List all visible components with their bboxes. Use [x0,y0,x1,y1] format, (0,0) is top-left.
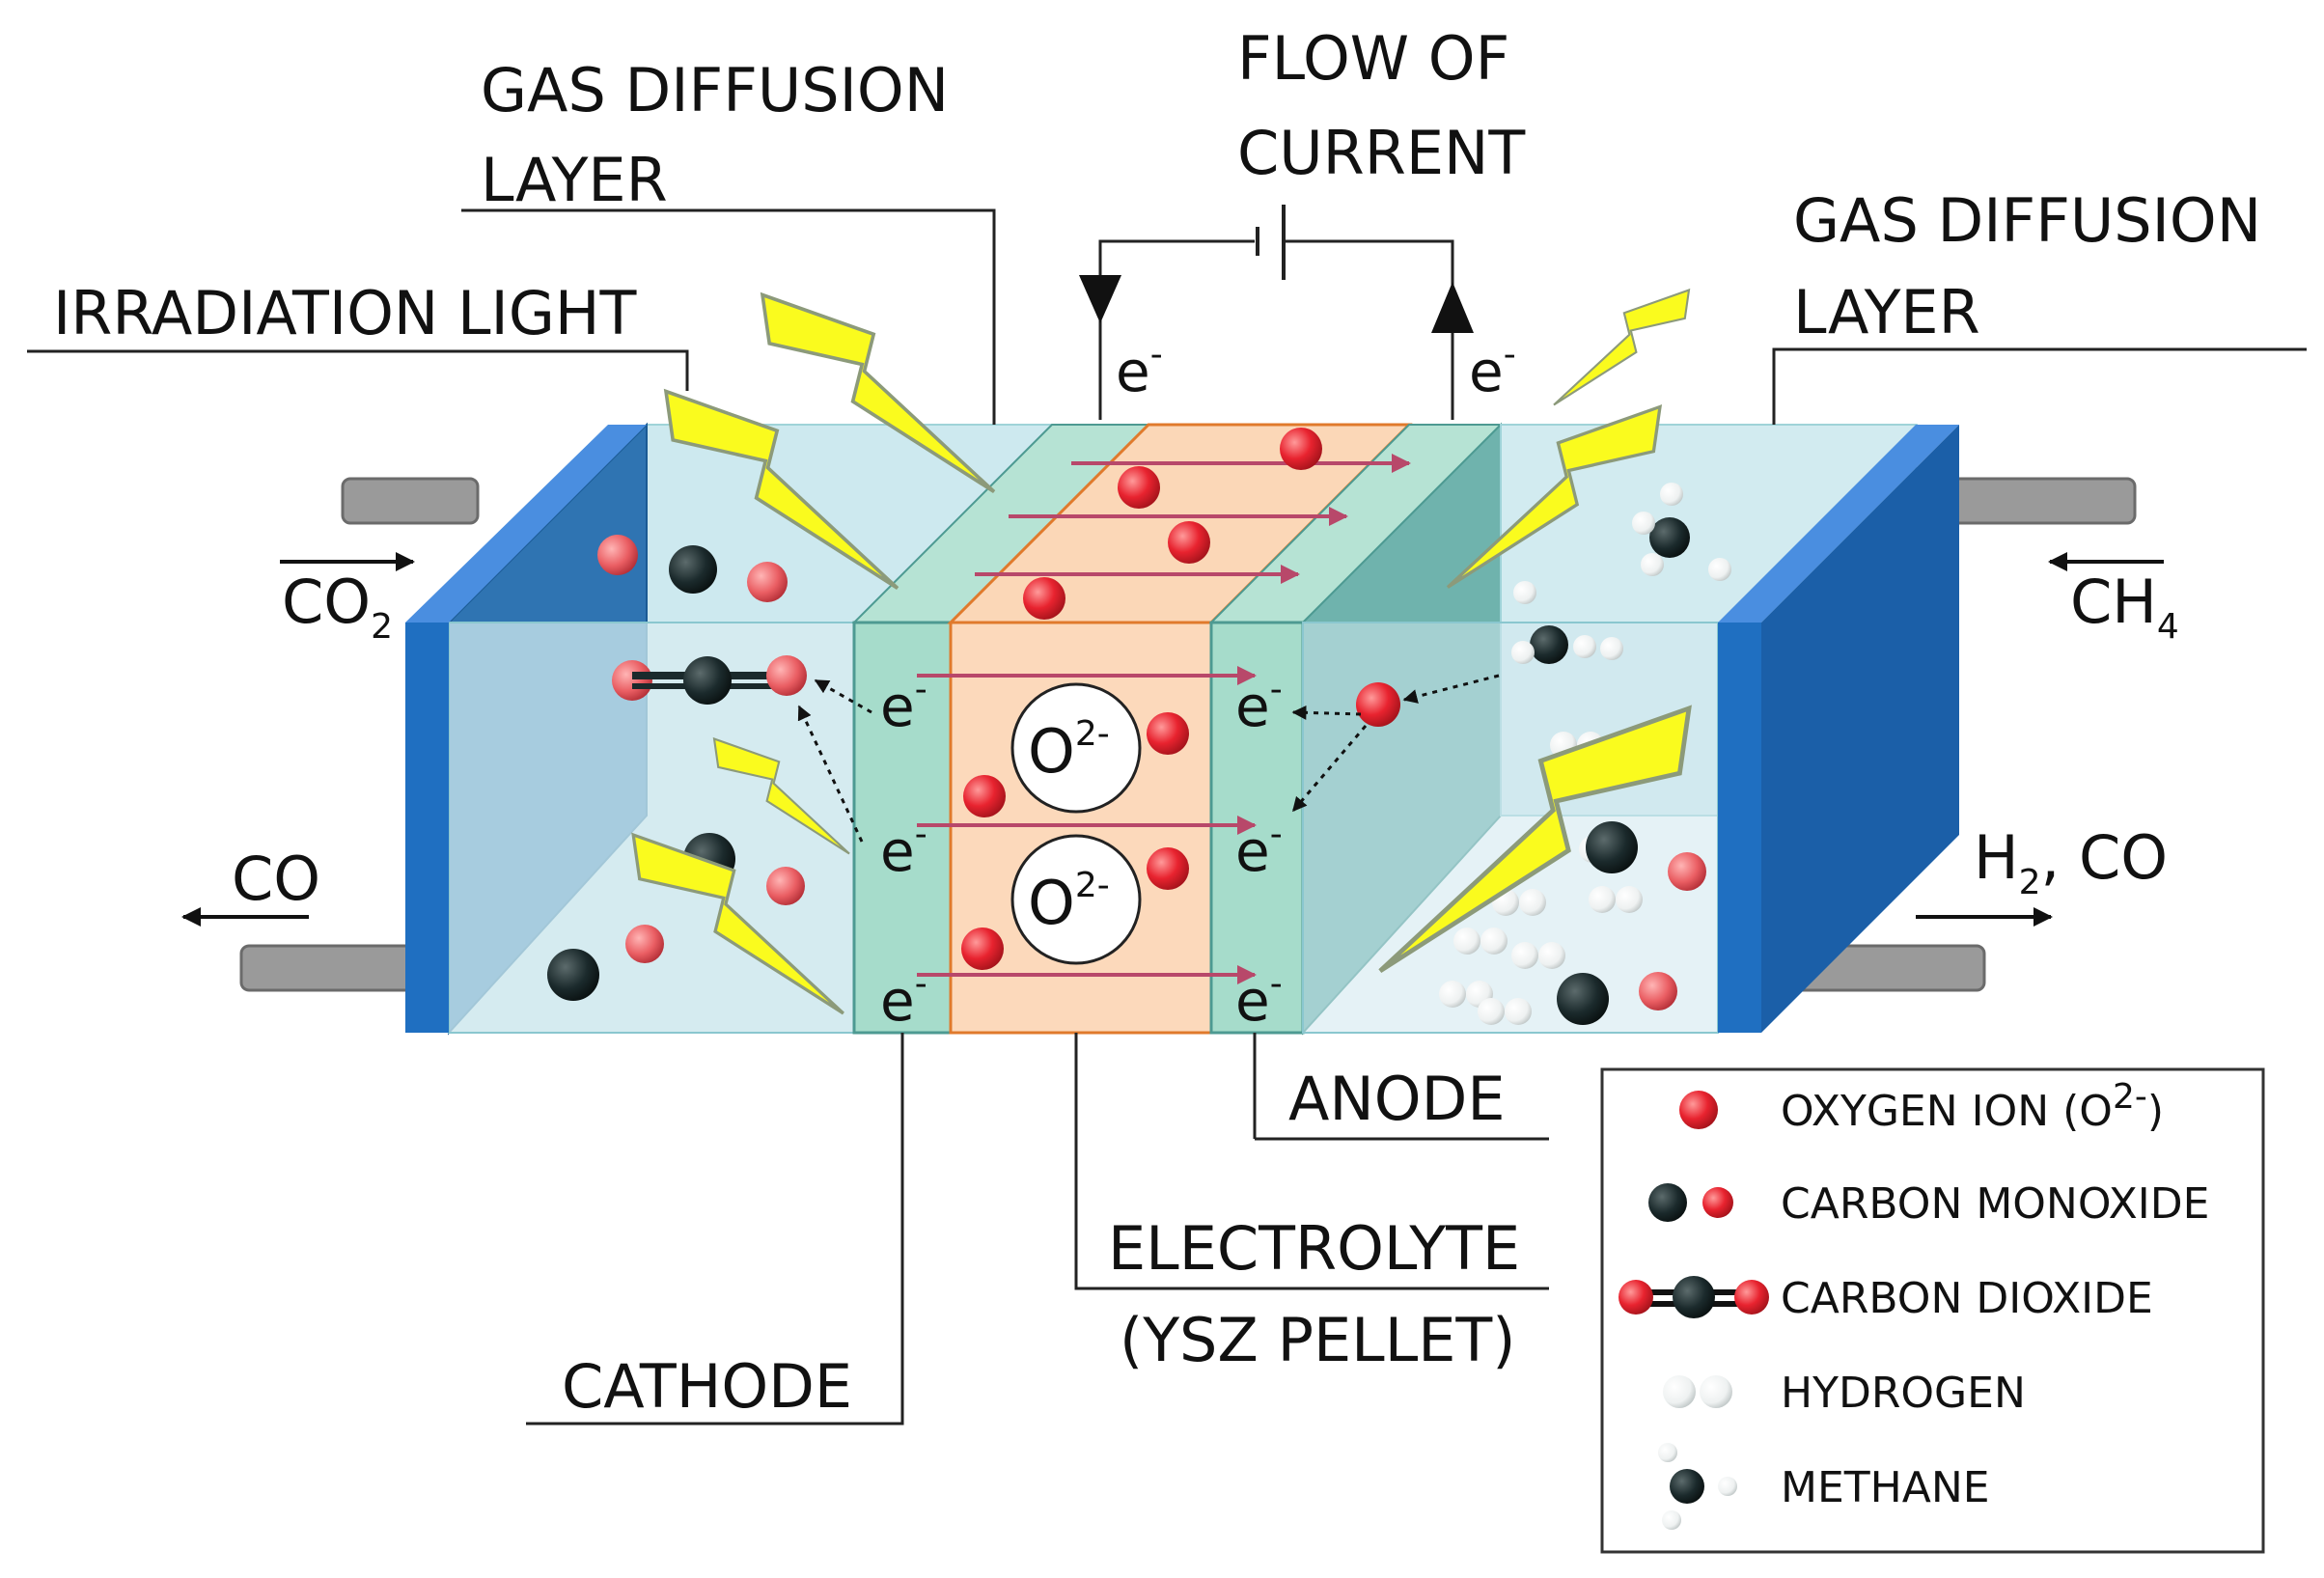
svg-text:e-: e- [1469,335,1516,404]
co2-molecule-lower [612,655,807,705]
gdl-left-label-line1: GAS DIFFUSION [481,55,949,125]
flow-of-current-line1: FLOW OF [1237,23,1509,94]
legend-label-carbon-monoxide: CARBON MONOXIDE [1781,1179,2209,1229]
co2-inlet-label: CO2 [282,567,393,647]
electrolyte-label-line2: (YSZ PELLET) [1120,1305,1515,1375]
svg-text:e-: e- [1235,670,1283,739]
svg-text:e-: e- [1116,335,1163,404]
legend-swatch-methane [1658,1443,1737,1530]
svg-text:e-: e- [880,964,927,1034]
legend-swatch-carbon-dioxide [1618,1276,1769,1318]
anode-label: ANODE [1288,1064,1506,1134]
anode-chamber-front [1302,622,1719,1034]
legend-label-hydrogen: HYDROGEN [1781,1369,2026,1418]
legend-swatch-hydrogen [1663,1375,1732,1408]
legend-swatch-oxygen-ion [1679,1091,1718,1129]
anode-electrode [1209,621,1305,1035]
gdl-right-label-line1: GAS DIFFUSION [1793,185,2261,256]
oxygen-ions-in-electrolyte [961,428,1322,970]
gdl-right-label-line2: LAYER [1793,277,1980,347]
flow-of-current-line2: CURRENT [1237,118,1526,188]
legend-label-carbon-dioxide: CARBON DIOXIDE [1781,1274,2153,1323]
co-molecule-anode-2 [1557,972,1677,1025]
gdl-left-label-line2: LAYER [481,145,668,215]
rod-upper-left [341,477,480,525]
electron-labels: e- e- e- e- e- e- [880,670,1283,1034]
rod-lower-left [239,944,427,992]
electrolyte-label-line1: ELECTROLYTE [1108,1213,1520,1284]
legend-label-methane: METHANE [1781,1463,1990,1512]
h2-co-outlet-label: H2, CO [1974,822,2168,902]
left-end-plate-side [405,425,647,623]
methane-molecule-upper [1632,483,1731,581]
co-molecule-anode-1 [1586,821,1706,891]
external-circuit: e- e- [1079,205,1516,420]
svg-text:e-: e- [1235,964,1283,1034]
right-end-plate [1718,623,1761,1033]
cathode-label: CATHODE [562,1351,852,1422]
reaction-arrows [797,674,1500,843]
right-end-plate-side [1718,425,1959,623]
oxide-ion-label-1: O2- [1010,682,1142,814]
co-molecule-cathode-2 [547,925,664,1001]
svg-text:e-: e- [1235,815,1283,884]
gas-flow-arrows [181,552,2164,927]
ion-flow-arrows [917,454,1411,984]
oxide-ion-label-2: O2- [1010,834,1142,965]
legend-label-oxygen-ion: OXYGEN ION (O2-) [1781,1077,2164,1136]
leader-lines [27,208,2307,1426]
svg-text:e-: e- [880,815,927,884]
ch4-inlet-label: CH4 [2070,567,2179,647]
co2-molecule-upper [597,535,788,602]
legend: OXYGEN ION (O2-) CARBON MONOXIDE CARBON … [1600,1067,2265,1554]
legend-swatch-carbon-monoxide [1648,1183,1733,1222]
oxygen-ion-at-anode [1356,682,1400,727]
co-outlet-label: CO [232,844,320,914]
svg-text:O2-: O2- [1028,714,1110,787]
left-end-plate [405,623,449,1033]
methane-molecule-lower [1511,581,1623,664]
svg-text:O2-: O2- [1028,866,1110,938]
svg-text:e-: e- [880,670,927,739]
right-end-plate-back [1761,425,1959,1033]
irradiation-light-label: IRRADIATION LIGHT [53,278,638,348]
